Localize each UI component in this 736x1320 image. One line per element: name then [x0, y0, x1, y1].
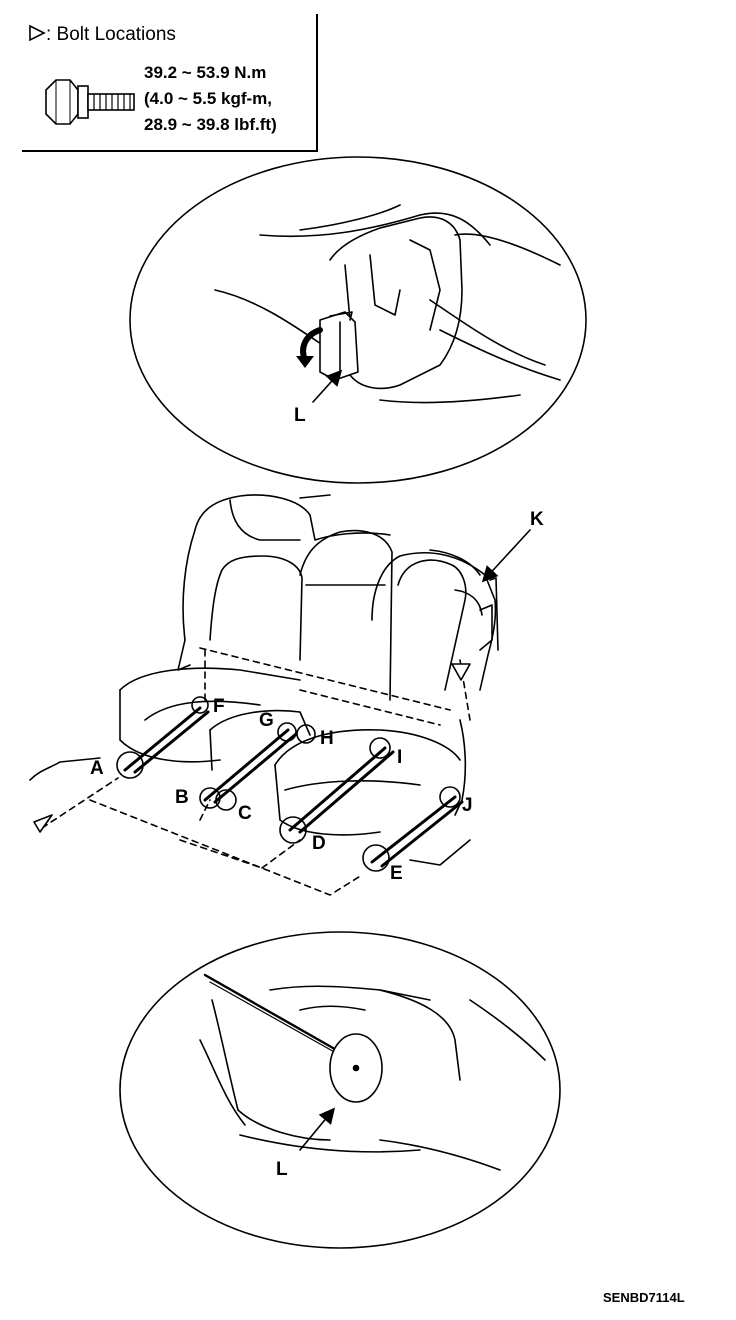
legend-title-text: : Bolt Locations — [46, 24, 176, 45]
callout-g: G — [259, 710, 274, 731]
callout-l-bottom: L — [276, 1159, 288, 1180]
callout-j: J — [462, 795, 473, 816]
bottom-detail-art — [199, 973, 546, 1171]
rear-seat-assembly — [29, 494, 531, 896]
callout-c: C — [238, 803, 252, 824]
top-detail-ellipse — [129, 156, 587, 484]
callout-b: B — [175, 787, 189, 808]
callout-l-top: L — [294, 405, 306, 426]
callout-a: A — [90, 758, 104, 779]
callout-f: F — [213, 696, 225, 717]
top-detail-art — [214, 204, 561, 404]
torque-line-3: 28.9 ~ 39.8 lbf.ft) — [144, 115, 277, 134]
figure-code: SENBD7114L — [603, 1290, 685, 1305]
callout-k: K — [530, 509, 544, 530]
torque-line-2: (4.0 ~ 5.5 kgf-m, — [144, 89, 273, 108]
bottom-detail-ellipse — [119, 931, 561, 1249]
callout-i: I — [397, 747, 403, 768]
callout-d: D — [312, 833, 326, 854]
torque-spec: 39.2 ~ 53.9 N.m (4.0 ~ 5.5 kgf-m, 28.9 ~… — [144, 60, 277, 138]
bolt-icon — [45, 79, 135, 125]
bolt-location-triangle-icon — [29, 24, 46, 42]
legend-box: : Bolt Locations 39.2 ~ 53.9 N.m (4.0 ~ … — [22, 14, 318, 152]
callout-h: H — [320, 728, 334, 749]
callout-e: E — [390, 863, 403, 884]
legend-title: : Bolt Locations — [28, 24, 176, 46]
torque-line-1: 39.2 ~ 53.9 N.m — [144, 63, 267, 82]
